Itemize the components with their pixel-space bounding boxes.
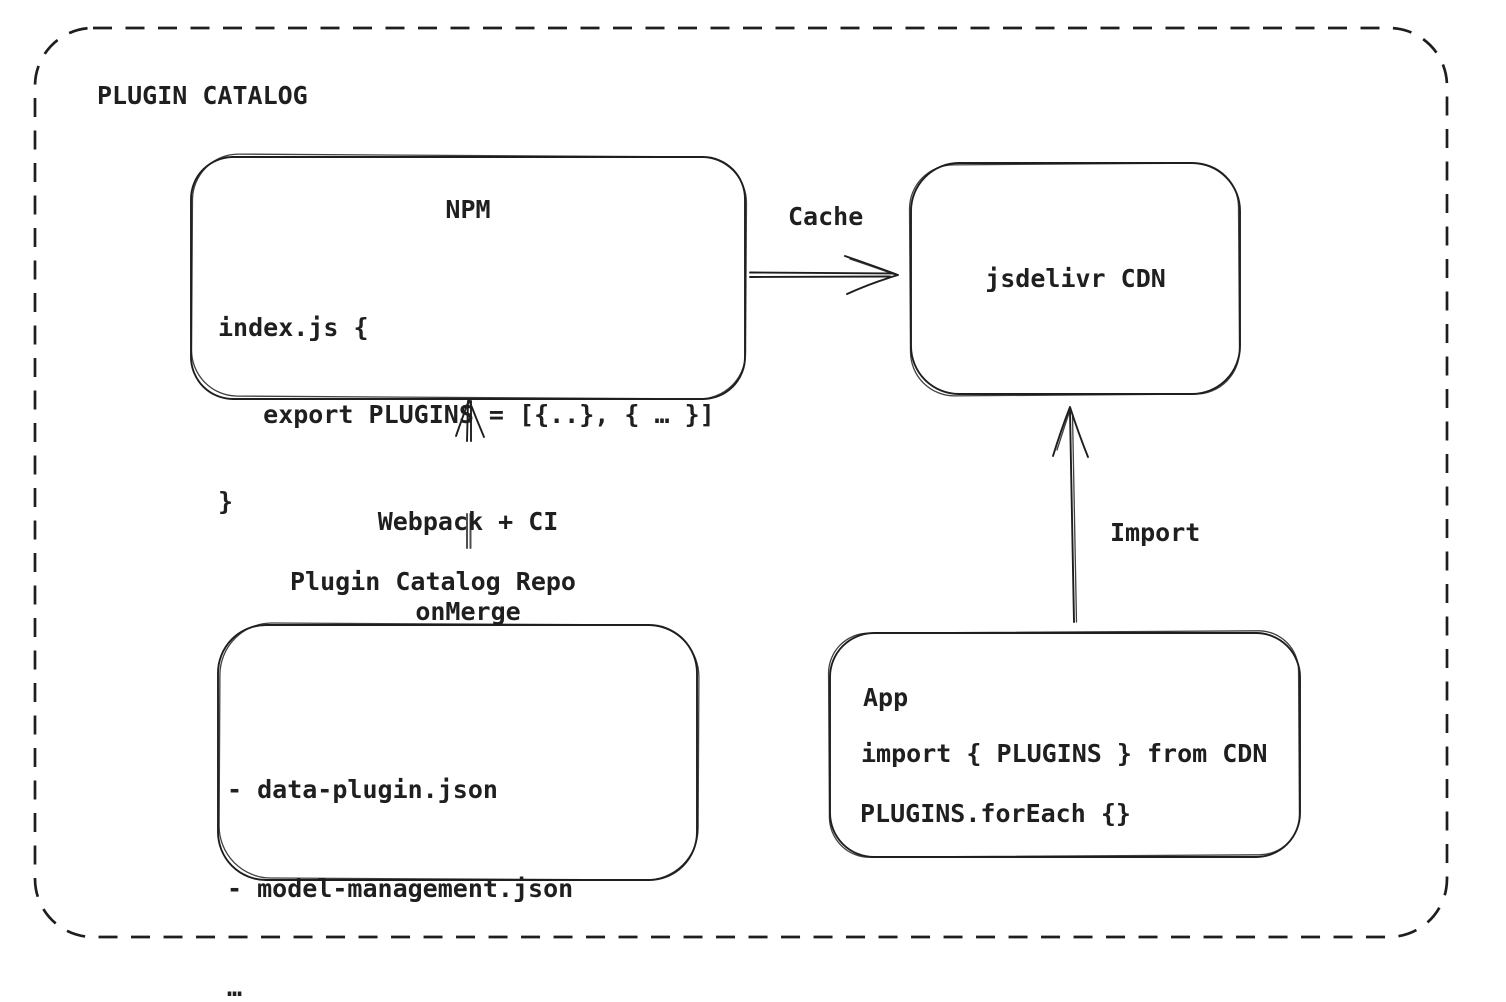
cdn-node-label: jsdelivr CDN (985, 264, 1166, 293)
diagram-title: PLUGIN CATALOG (97, 81, 308, 110)
cdn-box (908, 162, 1241, 397)
import-edge-label: Import (1110, 518, 1201, 547)
npm-code-line: export PLUGINS = [{..}, { … }] (218, 400, 715, 429)
repo-file-item: … (227, 973, 243, 1002)
repo-file-item: - model-management.json (227, 874, 574, 903)
npm-box (190, 153, 748, 400)
cache-arrow (749, 255, 899, 295)
repo-file-list: - data-plugin.json - model-management.js… (227, 707, 573, 1002)
npm-code-block: index.js { export PLUGINS = [{..}, { … }… (218, 255, 715, 574)
import-arrow (1052, 406, 1089, 623)
repo-node-label: Plugin Catalog Repo (290, 567, 576, 596)
build-edge-label-line: onMerge (415, 597, 521, 626)
app-node-title: App (863, 683, 909, 712)
npm-node-title: NPM (445, 195, 491, 224)
build-edge-label-line: Webpack + CI (377, 507, 559, 536)
app-code-line: PLUGINS.forEach {} (860, 799, 1131, 828)
npm-code-line: index.js { (218, 313, 369, 342)
app-box (827, 630, 1301, 858)
build-arrow-segment (466, 513, 472, 549)
build-edge-label: Webpack + CI onMerge (318, 447, 618, 687)
cache-edge-label: Cache (788, 202, 864, 231)
npm-code-line: } (218, 487, 234, 516)
repo-box (217, 622, 700, 881)
build-arrow (455, 399, 485, 442)
app-code-line: import { PLUGINS } from CDN (861, 739, 1268, 768)
repo-file-item: - data-plugin.json (227, 775, 498, 804)
